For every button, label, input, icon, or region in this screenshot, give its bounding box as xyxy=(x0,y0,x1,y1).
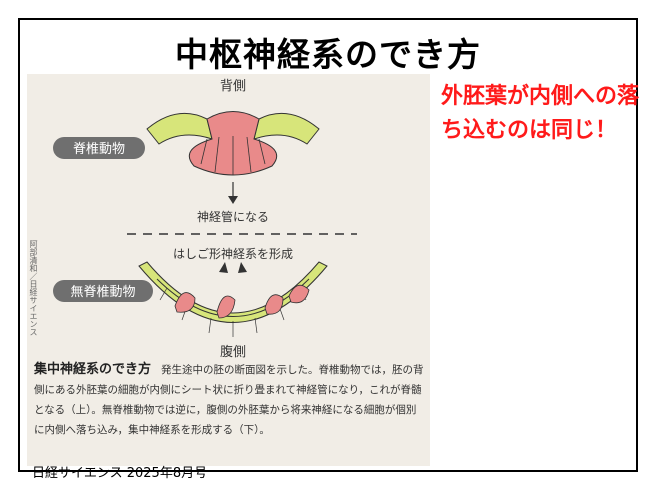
arrow-head-icon xyxy=(228,196,238,204)
ladder-label: はしご形神経系を形成 xyxy=(173,246,293,261)
vertebrate-badge xyxy=(53,137,145,159)
slide-title: 中枢神経系のでき方 xyxy=(175,35,481,74)
neural-plate-cells xyxy=(200,136,266,175)
invertebrate-label: 無脊椎動物 xyxy=(70,285,135,300)
source-citation: 日経サイエンス 2025年8月号 xyxy=(32,466,208,481)
arrow-up-left-icon xyxy=(219,262,228,273)
dorsal-label: 背側 xyxy=(220,79,246,94)
neural-cell-droplet xyxy=(264,294,284,315)
neural-tube-label: 神経管になる xyxy=(197,209,269,224)
arrow-up-right-icon xyxy=(238,262,247,273)
caption-heading: 集中神経系のでき方 xyxy=(34,362,152,377)
ventral-label: 腹側 xyxy=(220,344,246,360)
slide-border xyxy=(18,18,638,472)
textbook-figure: 背側 脊椎動物 神経管になる はしご形神経系を形成 xyxy=(27,74,430,466)
neural-cell-droplet xyxy=(174,292,196,313)
vertebrate-ectoderm-left xyxy=(146,112,213,145)
neural-development-diagram: 背側 脊椎動物 神経管になる はしご形神経系を形成 xyxy=(53,79,357,360)
neural-cell-droplet xyxy=(216,295,236,319)
invertebrate-badge xyxy=(53,280,153,302)
red-annotation: 外胚葉が内側への落ち込むのは同じ！ xyxy=(441,84,640,143)
neural-cell-droplet xyxy=(288,284,310,304)
figure-caption: 集中神経系のでき方発生途中の胚の断面図を示した。脊椎動物では，胚の背側にある外胚… xyxy=(34,360,424,440)
figure-credit: 阿部清和／日経サイエンス xyxy=(29,240,38,336)
caption-body: 発生途中の胚の断面図を示した。脊椎動物では，胚の背側にある外胚葉の細胞が内側にシ… xyxy=(34,364,424,436)
vertebrate-label: 脊椎動物 xyxy=(73,142,125,157)
vertebrate-ectoderm-right xyxy=(253,112,320,145)
